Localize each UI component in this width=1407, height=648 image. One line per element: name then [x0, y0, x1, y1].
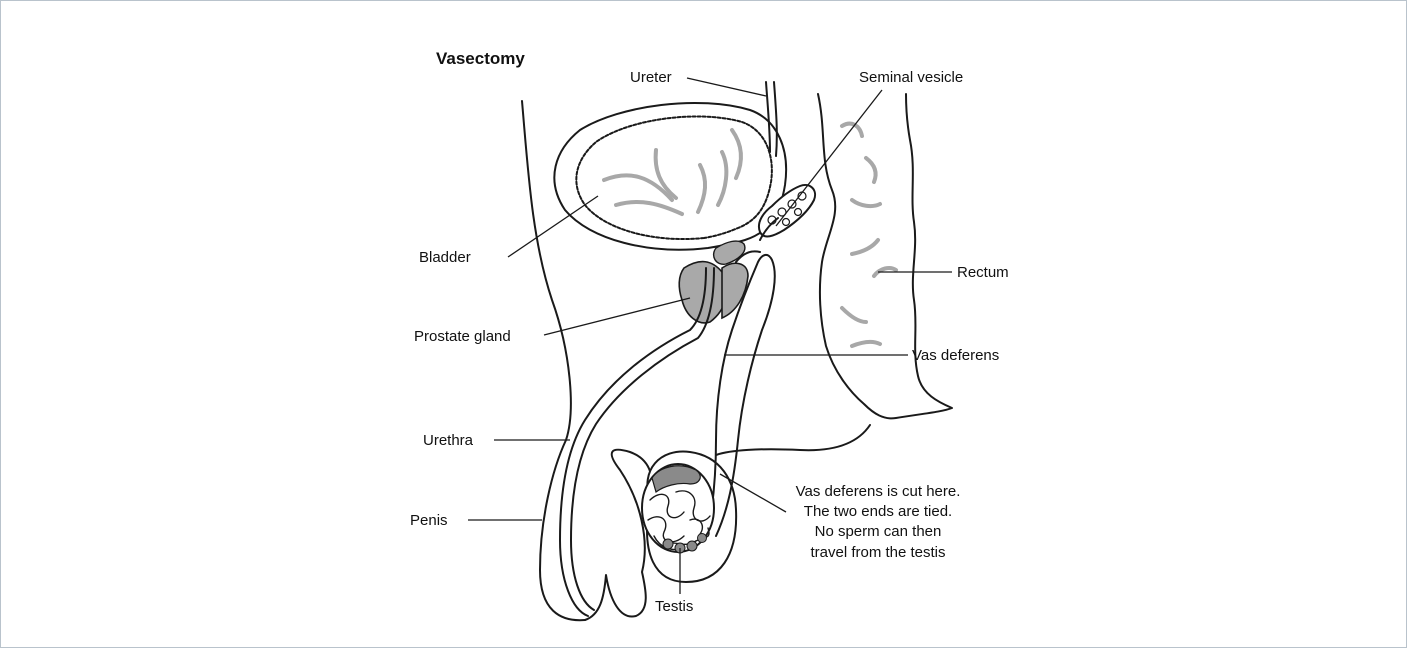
label-rectum: Rectum	[957, 264, 1009, 281]
label-urethra: Urethra	[423, 432, 474, 449]
label-ureter: Ureter	[630, 69, 672, 86]
label-prostate-gland: Prostate gland	[414, 328, 511, 345]
cut-note-line-1: Vas deferens is cut here.	[796, 483, 961, 500]
label-bladder: Bladder	[419, 249, 471, 266]
ureter-leader	[687, 78, 766, 96]
cut-note-line-3: No sperm can then	[815, 523, 942, 540]
label-testis: Testis	[655, 598, 693, 615]
penis	[585, 450, 652, 620]
cut-note: Vas deferens is cut here. The two ends a…	[796, 483, 961, 561]
cut-note-line-4: travel from the testis	[810, 544, 945, 561]
rectum	[818, 94, 952, 418]
diagram-title: Vasectomy	[436, 49, 525, 68]
cut-note-line-2: The two ends are tied.	[804, 503, 952, 520]
label-penis: Penis	[410, 512, 448, 529]
prostate-gland	[679, 262, 727, 323]
label-seminal-vesicle: Seminal vesicle	[859, 69, 963, 86]
prostate-gland-rear	[722, 263, 748, 318]
prostate-gland-leader	[544, 298, 690, 335]
bladder-wall	[554, 103, 786, 250]
label-vas-deferens: Vas deferens	[912, 347, 999, 364]
